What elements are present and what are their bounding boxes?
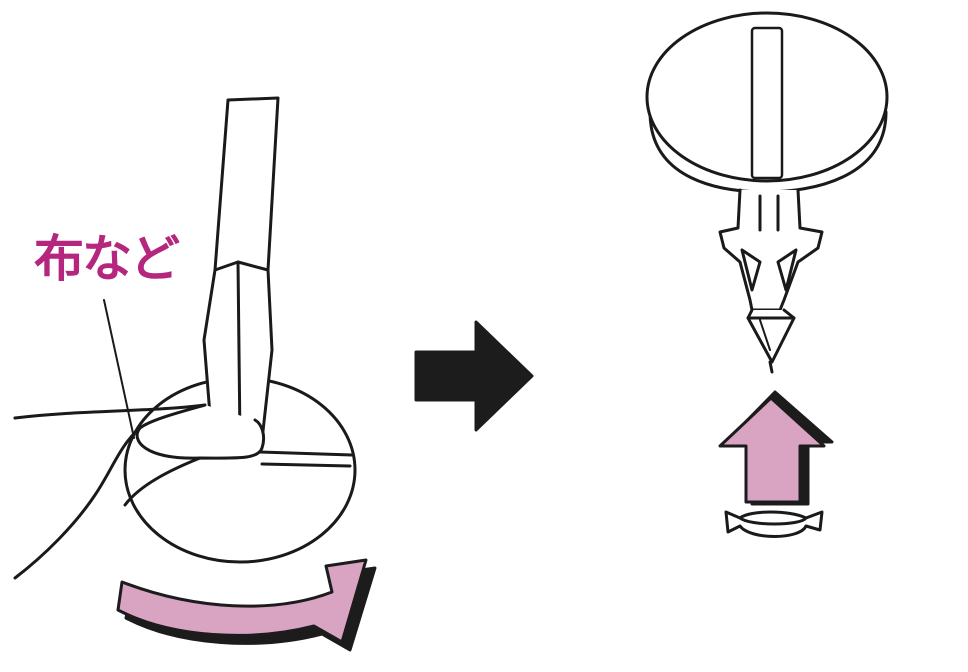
label-leader-line (103, 299, 135, 439)
rivet-collar-icon (724, 510, 824, 538)
screwdriver-icon (202, 96, 280, 442)
rivet-head-right (645, 11, 889, 194)
clip-body-icon (718, 188, 824, 374)
cloth-label: 布など (34, 230, 180, 288)
hand-icon (13, 403, 266, 580)
right-arrow-icon (414, 320, 534, 432)
up-arrow-icon (718, 390, 834, 506)
rotate-arrow-icon (116, 558, 377, 652)
